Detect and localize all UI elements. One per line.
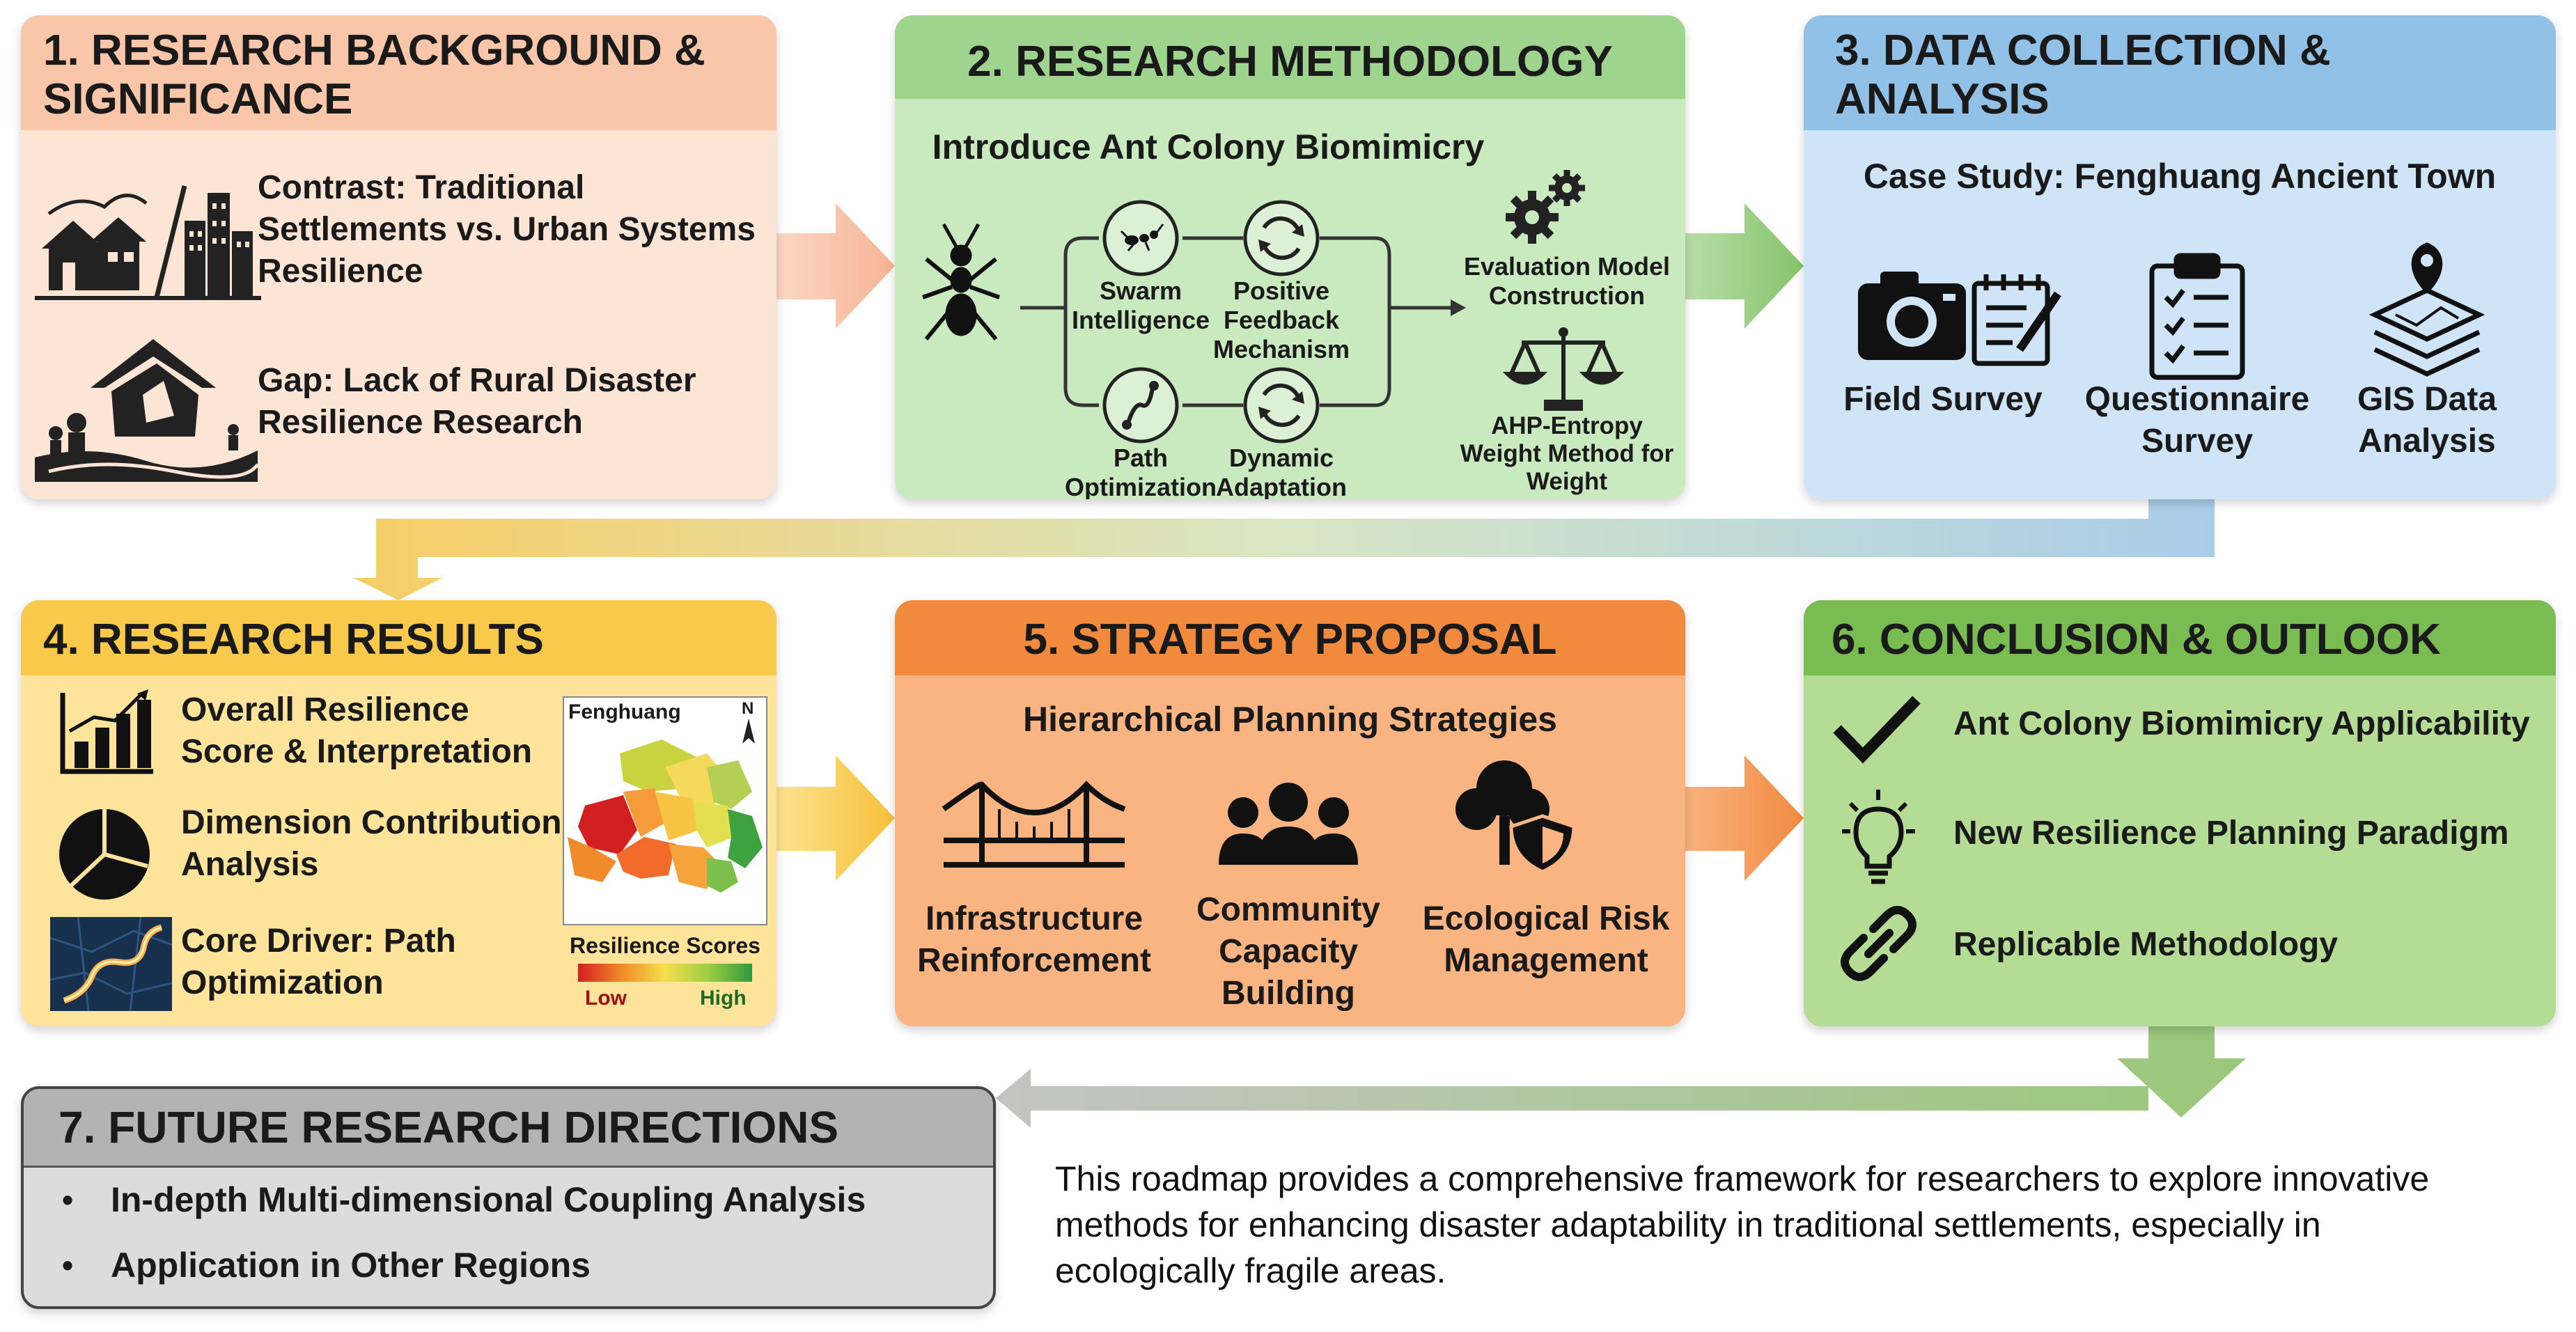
arrow-1-2 — [776, 203, 895, 329]
legend-high: High — [700, 987, 747, 1010]
tree-shield-icon — [1455, 760, 1576, 874]
chain-link-icon — [1841, 906, 1917, 981]
ant-icon — [921, 223, 1001, 340]
dimension-text: Dimension Contribution Analysis — [181, 804, 562, 883]
box1-title: 1. RESEARCH BACKGROUND & SIGNIFICANCE — [43, 26, 705, 123]
future-item-2-text: Application in Other Regions — [111, 1246, 591, 1285]
box-research-results: 4. RESEARCH RESULTS Overall Resilience S… — [21, 600, 776, 1026]
conclusion-item-2: New Resilience Planning Paradigm — [1953, 815, 2509, 852]
lightbulb-icon — [1842, 790, 1915, 884]
box5-header: 5. STRATEGY PROPOSAL — [895, 600, 1685, 675]
gis-label: GIS Data Analysis — [2357, 381, 2497, 460]
data-collection-icons — [1858, 242, 2485, 380]
positive-circle — [1243, 200, 1320, 276]
pie-chart-icon — [59, 809, 150, 900]
box7-header: 7. FUTURE RESEARCH DIRECTIONS — [24, 1089, 993, 1168]
checkmark-icon — [1833, 696, 1921, 764]
core-driver-text: Core Driver: Path Optimization — [181, 923, 456, 1001]
box5-title: 5. STRATEGY PROPOSAL — [1023, 616, 1557, 664]
questionnaire-label: Questionnaire Survey — [2084, 381, 2310, 460]
box5-subtitle: Hierarchical Planning Strategies — [1023, 700, 1557, 739]
arrow-2-3 — [1685, 203, 1804, 329]
future-item-1-text: In-depth Multi-dimensional Coupling Anal… — [111, 1180, 866, 1219]
houses-vs-city-icon — [35, 185, 261, 300]
box-data-collection: 3. DATA COLLECTION & ANALYSIS Case Study… — [1804, 15, 2556, 499]
box3-header: 3. DATA COLLECTION & ANALYSIS — [1804, 15, 2556, 130]
conclusion-item-3: Replicable Methodology — [1953, 926, 2339, 963]
future-item-2: • Application in Other Regions — [62, 1244, 981, 1287]
arrow-5-6 — [1685, 755, 1804, 881]
dynamic-circle — [1243, 367, 1320, 444]
arrow-4-5 — [776, 755, 895, 881]
camera-icon — [1858, 272, 1966, 360]
arrow-3-4 — [354, 498, 2215, 600]
box-strategy-proposal: 5. STRATEGY PROPOSAL Hierarchical Planni… — [895, 600, 1685, 1026]
notepad-icon — [1972, 274, 2061, 366]
ecological-label: Ecological Risk Management — [1422, 900, 1670, 979]
positive-label: Positive Feedback Mechanism — [1212, 276, 1350, 363]
legend-low: Low — [585, 987, 627, 1010]
box-research-methodology: 2. RESEARCH METHODOLOGY Introduce Ant Co… — [895, 15, 1685, 499]
clipboard-icon — [2149, 253, 2245, 380]
box3-title: 3. DATA COLLECTION & ANALYSIS — [1835, 26, 2331, 123]
bar-chart-icon — [60, 689, 153, 774]
fenghuang-map: Fenghuang N — [563, 696, 767, 925]
box-research-background: 1. RESEARCH BACKGROUND & SIGNIFICANCE Co… — [21, 15, 776, 499]
swarm-label: Swarm Intelligence — [1071, 276, 1210, 334]
box4-header: 4. RESEARCH RESULTS — [21, 600, 776, 675]
bullet-2: • — [62, 1247, 74, 1283]
gears-icon — [1506, 170, 1585, 244]
box4-title: 4. RESEARCH RESULTS — [43, 616, 544, 664]
arrow-6-7 — [996, 1024, 2246, 1128]
bullet-1: • — [62, 1182, 74, 1218]
box6-header: 6. CONCLUSION & OUTLOOK — [1804, 600, 2556, 675]
contrast-text: Contrast: Traditional Settlements vs. Ur… — [258, 169, 756, 290]
bridge-icon — [942, 781, 1126, 868]
community-icon — [1219, 783, 1358, 865]
overall-score-text: Overall Resilience Score & Interpretatio… — [181, 691, 533, 770]
path-optimization-image — [50, 917, 172, 1011]
ahp-label: AHP-Entropy Weight Method for Weight Det… — [1460, 412, 1674, 499]
map-title: Fenghuang — [568, 700, 681, 723]
path-label: Path Optimization — [1065, 444, 1217, 499]
community-label: Community Capacity Building — [1196, 891, 1380, 1012]
box1-header: 1. RESEARCH BACKGROUND & SIGNIFICANCE — [21, 15, 776, 130]
box2-subtitle: Introduce Ant Colony Biomimicry — [932, 127, 1485, 166]
box-future-directions: 7. FUTURE RESEARCH DIRECTIONS • In-depth… — [21, 1086, 996, 1309]
strategy-icons — [942, 760, 1576, 874]
gis-layers-icon — [2368, 242, 2485, 377]
field-survey-label: Field Survey — [1843, 381, 2043, 418]
box-conclusion-outlook: 6. CONCLUSION & OUTLOOK Ant Colony Biomi… — [1804, 600, 2556, 1026]
evaluation-label: Evaluation Model Construction — [1463, 252, 1671, 310]
box6-title: 6. CONCLUSION & OUTLOOK — [1832, 616, 2441, 664]
dynamic-label: Dynamic Adaptation — [1216, 444, 1347, 499]
north-arrow-icon — [742, 719, 755, 744]
legend-gradient — [578, 964, 752, 982]
north-label: N — [742, 699, 754, 718]
box7-title: 7. FUTURE RESEARCH DIRECTIONS — [58, 1102, 839, 1152]
infrastructure-label: Infrastructure Reinforcement — [916, 900, 1152, 979]
box3-subtitle: Case Study: Fenghuang Ancient Town — [1863, 157, 2497, 196]
methodology-flow — [921, 170, 1625, 444]
resilience-map-regions — [568, 739, 763, 893]
box2-header: 2. RESEARCH METHODOLOGY — [895, 15, 1685, 99]
damaged-house-icon — [35, 339, 258, 482]
future-item-1: • In-depth Multi-dimensional Coupling An… — [62, 1178, 981, 1221]
conclusion-item-1: Ant Colony Biomimicry Applicability — [1953, 705, 2530, 742]
gap-text: Gap: Lack of Rural Disaster Resilience R… — [258, 362, 696, 441]
scales-icon — [1502, 332, 1625, 411]
legend-title: Resilience Scores — [570, 933, 760, 958]
roadmap-description: This roadmap provides a comprehensive fr… — [1055, 1159, 2430, 1290]
box2-title: 2. RESEARCH METHODOLOGY — [967, 38, 1613, 86]
